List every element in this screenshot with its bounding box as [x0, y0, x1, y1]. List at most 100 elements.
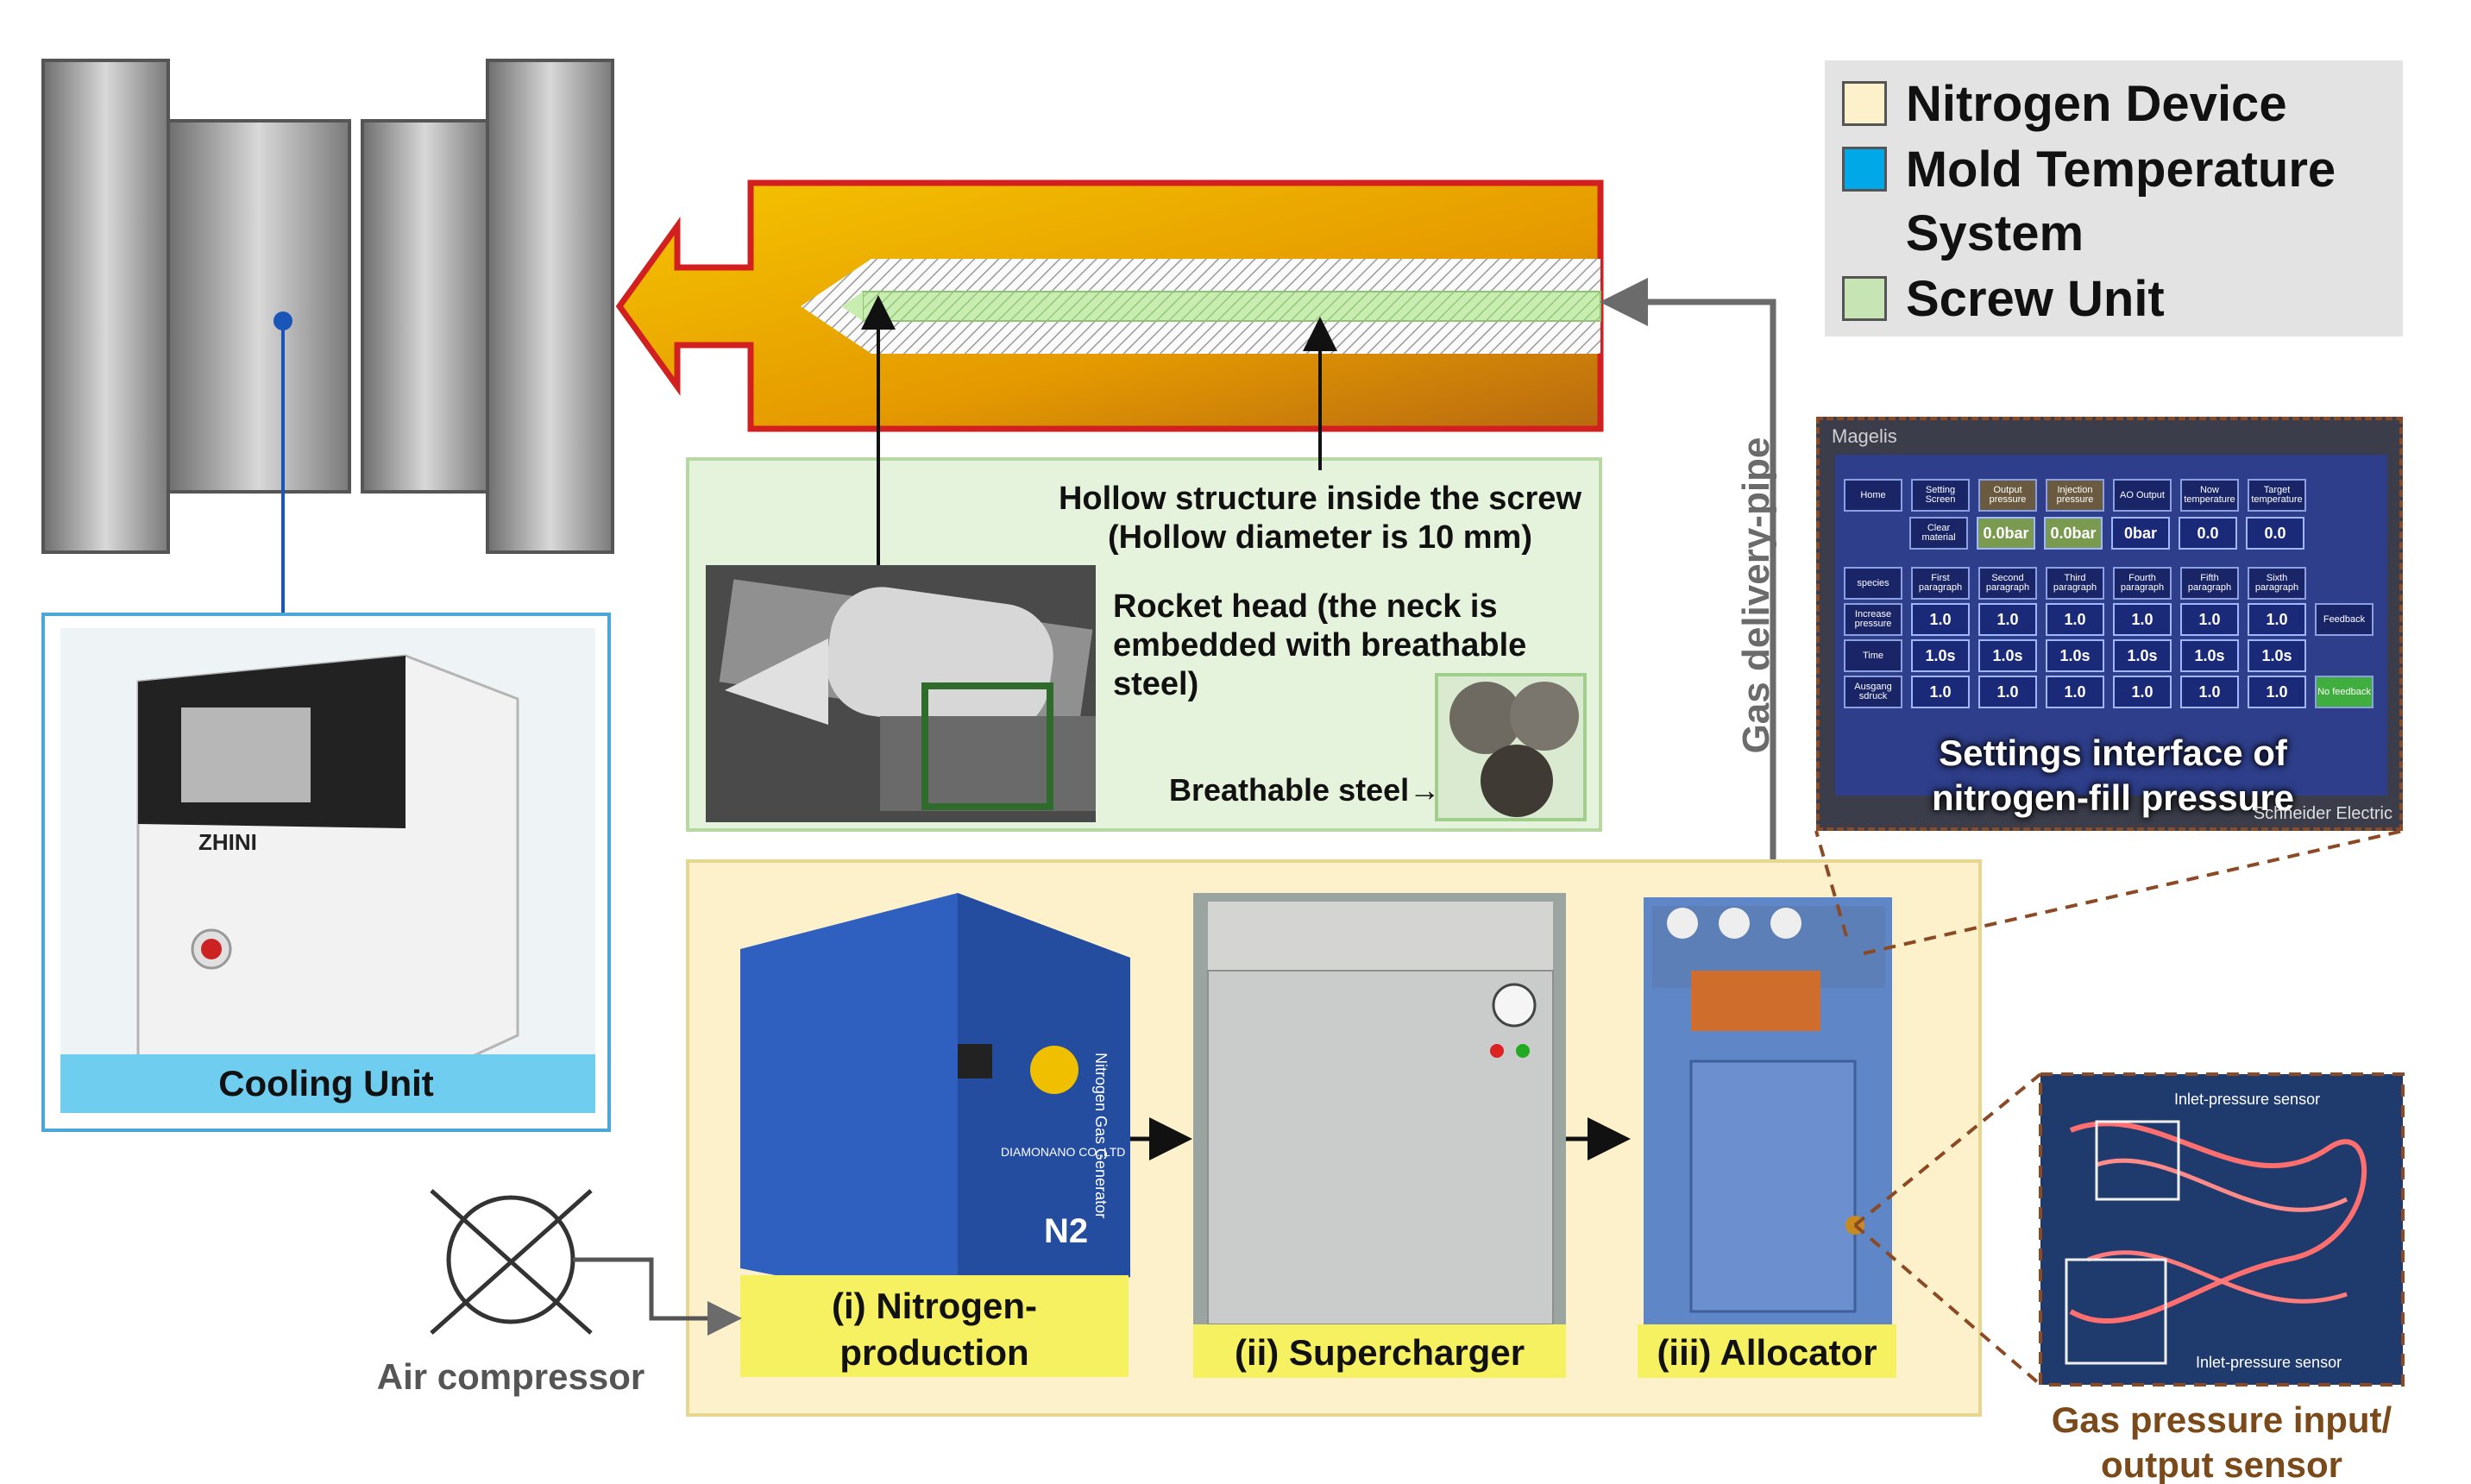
hmi-ao-output-header: AO Output: [2113, 479, 2172, 512]
hmi-caption-line2: nitrogen-fill pressure: [1931, 777, 2295, 818]
hmi-row-label-output: Ausgang sdruck: [1844, 676, 1902, 708]
hmi-cell[interactable]: 1.0s: [2046, 639, 2104, 672]
hmi-cell[interactable]: 1.0: [1911, 676, 1970, 708]
hmi-col-4: Fourth paragraph: [2113, 567, 2172, 600]
legend-label-nitrogen: Nitrogen Device: [1906, 76, 2287, 132]
mold-core-right: [361, 119, 489, 494]
inlet-sensor-top: Inlet-pressure sensor: [2174, 1091, 2320, 1108]
hmi-now-temp-value: 0.0: [2179, 517, 2237, 550]
sensor-caption-line2: output sensor: [2101, 1444, 2342, 1484]
hmi-no-feedback-button[interactable]: No feedback: [2315, 676, 2374, 708]
cooling-unit: ZHINI Cooling Unit: [41, 613, 611, 1132]
cooler-brand: ZHINI: [198, 829, 257, 855]
rocket-head-line3: steel): [1113, 666, 1198, 702]
hmi-cell[interactable]: 1.0: [2248, 603, 2306, 636]
sensor-box-bottom: [2065, 1258, 2167, 1365]
screw-core: [862, 291, 1601, 322]
hmi-ao-output-value: 0bar: [2111, 517, 2170, 550]
hmi-cell[interactable]: 1.0: [2113, 676, 2172, 708]
hmi-screen: Magelis Home Setting Screen Output press…: [1816, 417, 2403, 831]
nitrogen-label-line1: (i) Nitrogen-: [832, 1286, 1037, 1326]
supercharger: [1193, 893, 1566, 1331]
hmi-output-pressure-value: 0.0bar: [1977, 517, 2035, 550]
hollow-diameter-label: (Hollow diameter is 10 mm): [1108, 519, 1532, 556]
hmi-connector-2: [1863, 829, 2404, 955]
hmi-cell[interactable]: 1.0: [1978, 676, 2037, 708]
hmi-target-temp-value: 0.0: [2246, 517, 2304, 550]
nitrogen-generator: DIAMONANO CO.,LTD Nitrogen Gas Generator…: [740, 893, 1130, 1311]
air-compressor-label: Air compressor: [377, 1356, 644, 1397]
breathable-steel-label: Breathable steel→: [1169, 772, 1440, 808]
hmi-cell[interactable]: 1.0s: [2113, 639, 2172, 672]
n2-company: DIAMONANO CO.,LTD: [1001, 1145, 1125, 1159]
legend-swatch-screw: [1842, 276, 1887, 321]
hmi-clear-button[interactable]: Clear material: [1909, 517, 1968, 550]
legend-label-screw: Screw Unit: [1906, 271, 2165, 327]
gas-delivery-pipe: [1600, 278, 1776, 880]
breathable-steel-highlight: [921, 682, 1053, 810]
mold-plate-right: [486, 59, 614, 554]
hmi-cell[interactable]: 1.0: [1978, 603, 2037, 636]
hmi-schneider: Schneider Electric: [2253, 804, 2392, 823]
hmi-cell[interactable]: 1.0s: [1911, 639, 1970, 672]
hmi-output-pressure-header: Output pressure: [1978, 479, 2037, 512]
legend: Nitrogen Device Mold Temperature System …: [1825, 60, 2403, 336]
rocket-head-line1: Rocket head (the neck is: [1113, 588, 1498, 625]
legend-item-mold: Mold Temperature System: [1842, 138, 2386, 266]
hmi-feedback-label: Feedback: [2315, 603, 2374, 636]
hmi-cell[interactable]: 1.0s: [2248, 639, 2306, 672]
nitrogen-label-bg: [740, 1275, 1129, 1377]
mold: [41, 59, 614, 628]
breathable-steel-photo: [1435, 673, 1587, 821]
legend-swatch-mold: [1842, 147, 1887, 192]
hmi-col-1: First paragraph: [1911, 567, 1970, 600]
legend-swatch-nitrogen: [1842, 81, 1887, 126]
inlet-sensor-bottom: Inlet-pressure sensor: [2196, 1354, 2342, 1371]
supercharger-label-bg: [1193, 1324, 1566, 1378]
air-compressor: Air compressor: [377, 1189, 742, 1397]
rocket-head-line2: embedded with breathable: [1113, 627, 1526, 663]
hmi-panel: Home Setting Screen Output pressure Inje…: [1835, 455, 2387, 795]
screw-tip: [841, 292, 863, 321]
hmi-cell[interactable]: 1.0s: [2180, 639, 2239, 672]
mold-core-left: [167, 119, 351, 494]
hmi-cell[interactable]: 1.0: [2180, 676, 2239, 708]
cooling-unit-label: Cooling Unit: [218, 1063, 434, 1104]
hmi-injection-pressure-value: 0.0bar: [2044, 517, 2103, 550]
hmi-setting-button[interactable]: Setting Screen: [1911, 479, 1970, 512]
mold-plate-left: [41, 59, 170, 554]
hmi-cell[interactable]: 1.0: [2113, 603, 2172, 636]
hmi-col-6: Sixth paragraph: [2248, 567, 2306, 600]
hmi-target-temp-header: Target temperature: [2248, 479, 2306, 512]
hmi-row-label-pressure: Increase pressure: [1844, 603, 1902, 636]
allocator: [1644, 897, 1892, 1329]
hmi-cell[interactable]: 1.0: [2046, 603, 2104, 636]
hmi-connector: [1814, 830, 1848, 937]
n2-brand: Nitrogen Gas Generator: [1092, 1053, 1110, 1218]
hmi-cell[interactable]: 1.0s: [1978, 639, 2037, 672]
hmi-col-3: Third paragraph: [2046, 567, 2104, 600]
hmi-row-label-time: Time: [1844, 639, 1902, 672]
gas-pipe-label: Gas delivery-pipe: [1735, 437, 1777, 754]
hmi-home-button[interactable]: Home: [1844, 479, 1902, 512]
hmi-cell[interactable]: 1.0: [1911, 603, 1970, 636]
legend-item-screw: Screw Unit: [1842, 267, 2165, 331]
sensor-photo: Inlet-pressure sensor Inlet-pressure sen…: [2039, 1072, 2405, 1387]
nitrogen-label-line2: production: [839, 1332, 1028, 1373]
hmi-col-2: Second paragraph: [1978, 567, 2037, 600]
air-line: [573, 1257, 742, 1336]
allocator-label: (iii) Allocator: [1657, 1332, 1877, 1373]
hmi-col-5: Fifth paragraph: [2180, 567, 2239, 600]
hmi-magelis: Magelis: [1832, 425, 1897, 447]
rocket-head-photo: [706, 565, 1096, 822]
hmi-species-label: species: [1844, 567, 1902, 600]
hmi-cell[interactable]: 1.0: [2046, 676, 2104, 708]
hmi-cell[interactable]: 1.0: [2180, 603, 2239, 636]
allocator-label-bg: [1638, 1324, 1896, 1378]
screw-barrel: [615, 179, 1604, 432]
legend-label-mold: Mold Temperature System: [1905, 141, 2336, 261]
sensor-caption-line1: Gas pressure input/: [2052, 1399, 2392, 1440]
hmi-cell[interactable]: 1.0: [2248, 676, 2306, 708]
hmi-caption-line1: Settings interface of: [1939, 733, 2287, 773]
